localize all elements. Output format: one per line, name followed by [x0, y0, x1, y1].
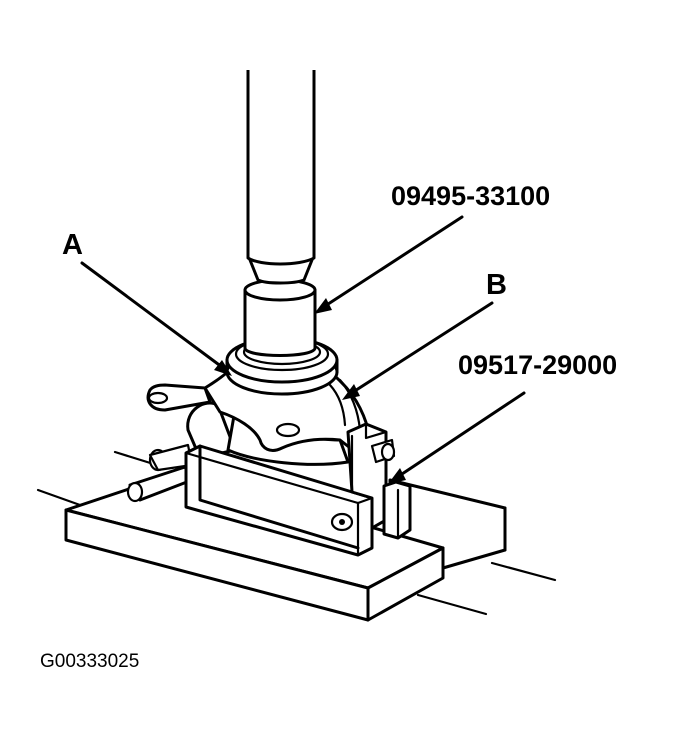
steering-knuckle	[146, 366, 372, 466]
support-fixture	[126, 422, 412, 557]
leader-lines	[80, 215, 526, 484]
label-part-a: A	[62, 229, 83, 261]
wooden-blocks	[64, 470, 507, 622]
label-tool-lower: 09517-29000	[458, 350, 617, 380]
label-part-b: B	[486, 269, 507, 301]
press-tool	[243, 70, 317, 357]
figure-code: G00333025	[40, 651, 139, 672]
label-tool-upper: 09495-33100	[391, 181, 550, 211]
